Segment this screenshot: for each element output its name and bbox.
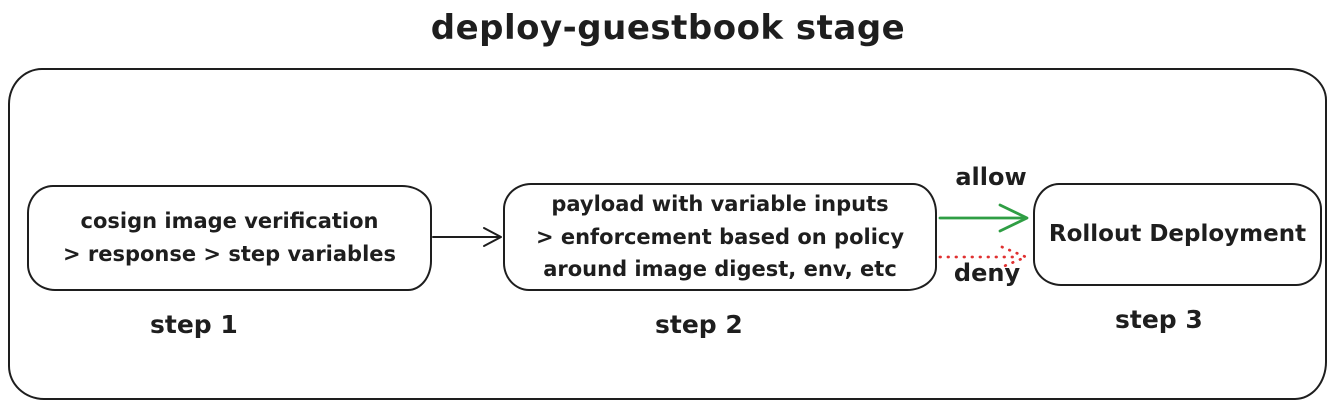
- node-step2-text-line: payload with variable inputs: [551, 192, 889, 217]
- step1-caption: step 1: [150, 310, 238, 339]
- node-step1-text-line: cosign image verification: [80, 209, 379, 234]
- stage-container-box: [8, 68, 1327, 400]
- node-step1-cosign-verification: cosign image verification > response > s…: [27, 185, 432, 291]
- node-step1-text-line: > response > step variables: [62, 242, 397, 266]
- node-step3-rollout-deployment: Rollout Deployment: [1033, 183, 1322, 286]
- allow-edge-label: allow: [955, 163, 1027, 191]
- diagram-title: deploy-guestbook stage: [430, 8, 906, 48]
- node-step2-text-line: > enforcement based on policy: [535, 224, 905, 249]
- step2-caption: step 2: [655, 310, 743, 339]
- node-step2-text-line: around image digest, env, etc: [543, 257, 897, 282]
- step3-caption: step 3: [1115, 305, 1203, 334]
- node-step3-text-line: Rollout Deployment: [1048, 220, 1307, 247]
- deny-edge-label: deny: [953, 259, 1021, 287]
- node-step2-policy-enforcement: payload with variable inputs > enforceme…: [503, 183, 937, 291]
